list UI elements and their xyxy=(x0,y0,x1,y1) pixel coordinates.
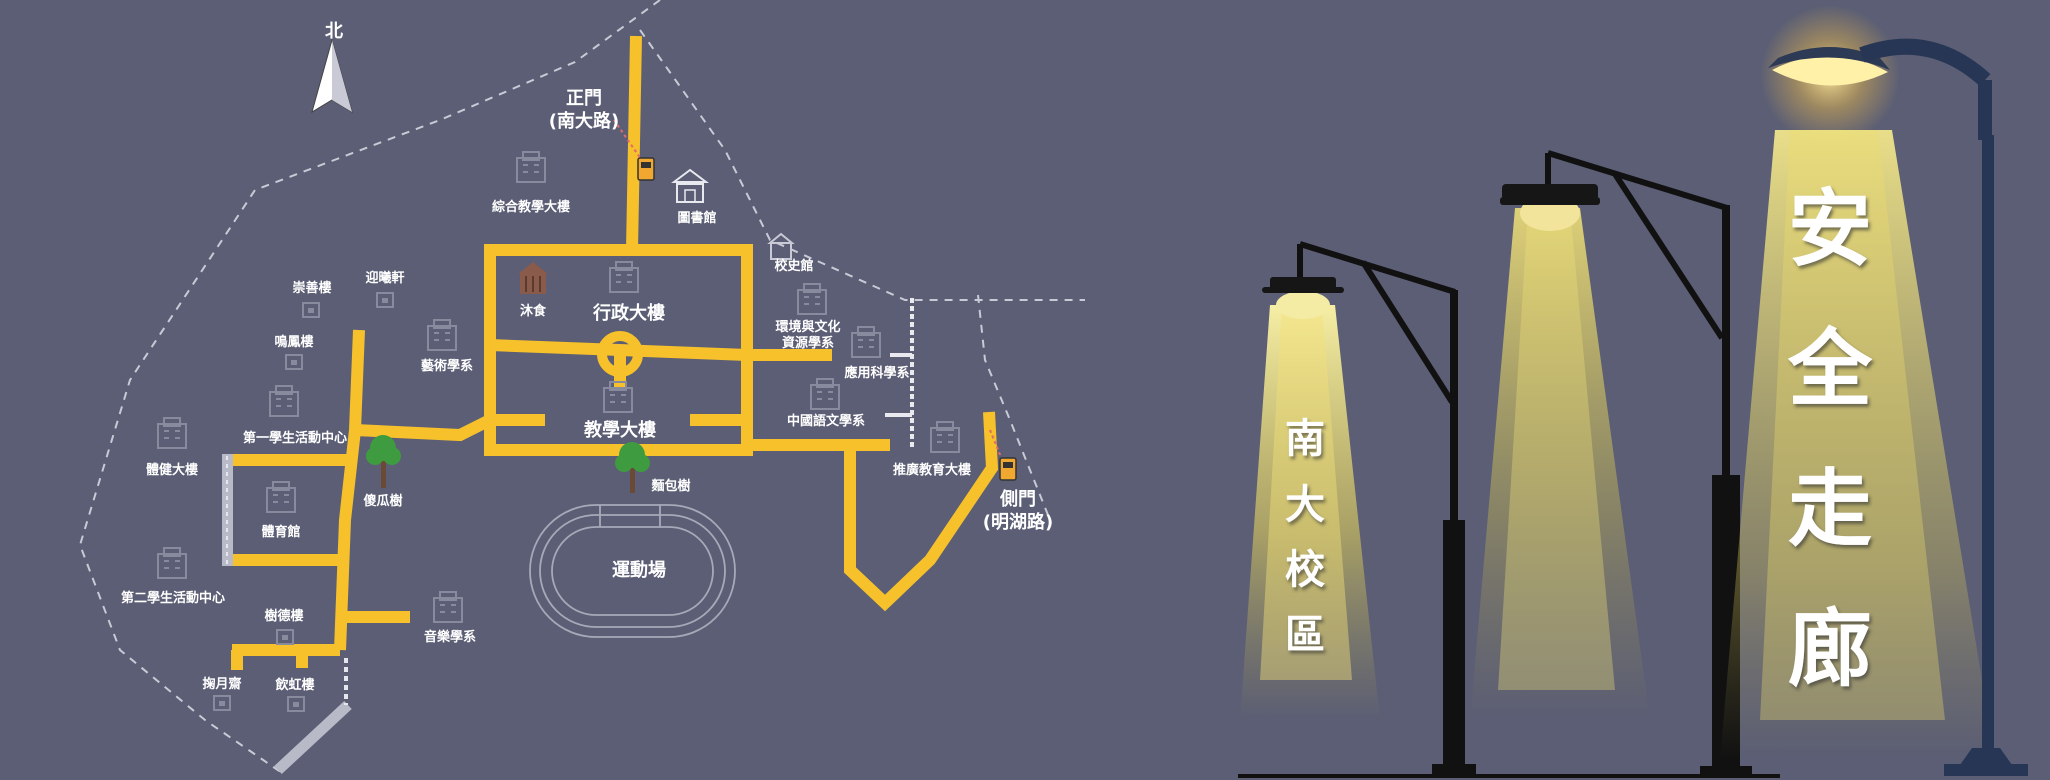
main-gate-label: 正門 xyxy=(566,88,602,109)
label-student-center-2: 第二學生活動中心 xyxy=(121,590,225,606)
street-lamp-medium xyxy=(1470,150,1752,776)
canteen-icon xyxy=(518,262,548,294)
building-icon xyxy=(930,421,960,453)
campus-title-char: 區 xyxy=(1285,612,1325,658)
building-icon xyxy=(157,547,187,579)
building-icon xyxy=(433,591,463,623)
emergency-callbox-main-icon xyxy=(637,157,655,181)
building-icon xyxy=(266,481,296,513)
label-applied-science: 應用科學系 xyxy=(844,365,909,381)
label-yingxi: 迎曦軒 xyxy=(365,270,404,286)
north-arrow-icon xyxy=(311,38,353,114)
north-label: 北 xyxy=(325,21,343,42)
label-student-center-1: 第一學生活動中心 xyxy=(243,430,347,446)
building-icon xyxy=(427,319,457,351)
building-icon xyxy=(609,261,639,293)
tree-icon xyxy=(366,435,401,488)
label-extension: 推廣教育大樓 xyxy=(893,462,971,478)
label-art: 藝術學系 xyxy=(421,358,473,374)
label-chongshan: 崇善樓 xyxy=(292,280,331,296)
walkway-grey xyxy=(222,298,914,775)
label-field: 運動場 xyxy=(612,559,666,581)
main-title-char: 走 xyxy=(1788,460,1872,558)
campus-title: 南 大 校 區 xyxy=(1285,416,1325,658)
label-chinese: 中國語文學系 xyxy=(787,413,865,429)
building-icon xyxy=(810,378,840,410)
campus-boundary xyxy=(78,0,1085,776)
label-environment-2: 資源學系 xyxy=(782,335,834,351)
label-music: 音樂學系 xyxy=(424,629,476,645)
main-title-char: 安 xyxy=(1788,180,1872,278)
side-gate-label: 側門 xyxy=(999,488,1036,510)
label-fitness: 體健大樓 xyxy=(146,462,198,478)
label-teaching: 教學大樓 xyxy=(584,419,656,441)
building-icon xyxy=(797,283,827,315)
label-environment-1: 環境與文化 xyxy=(775,319,840,335)
building-icon xyxy=(516,151,546,183)
admin-roundabout xyxy=(597,331,643,377)
sports-field xyxy=(529,504,736,638)
side-gate-road-label: (明湖路) xyxy=(983,511,1053,533)
label-comprehensive: 綜合教學大樓 xyxy=(492,199,570,215)
label-bread-tree: 麵包樹 xyxy=(650,478,690,494)
dorm-icon xyxy=(376,292,394,308)
dorm-icon xyxy=(213,695,231,711)
tree-icon xyxy=(615,442,650,493)
label-admin: 行政大樓 xyxy=(592,302,665,324)
label-history: 校史館 xyxy=(774,258,813,274)
history-hall-icon xyxy=(767,232,795,260)
label-juyue: 掬月齋 xyxy=(202,676,241,692)
street-lamp-large xyxy=(1720,5,2028,776)
dorm-icon xyxy=(302,302,320,318)
dorm-icon xyxy=(276,629,294,645)
campus-title-char: 南 xyxy=(1285,416,1325,462)
label-yinhong: 飲虹樓 xyxy=(274,677,314,693)
label-library: 圖書館 xyxy=(677,210,716,226)
label-melon-tree: 傻瓜樹 xyxy=(363,493,402,509)
main-title: 安 全 走 廊 xyxy=(1787,180,1873,698)
building-icon xyxy=(157,417,187,449)
label-mingfeng: 鳴鳳樓 xyxy=(274,334,313,350)
campus-title-char: 校 xyxy=(1285,547,1325,593)
dorm-icon xyxy=(285,354,303,370)
label-canteen: 沐食 xyxy=(520,303,547,319)
safety-path xyxy=(228,35,999,670)
dorm-icon xyxy=(287,696,305,712)
building-icon xyxy=(269,385,299,417)
building-icon xyxy=(851,326,881,358)
library-icon xyxy=(671,168,709,203)
campus-title-char: 大 xyxy=(1285,482,1325,528)
label-shude: 樹德樓 xyxy=(264,608,303,624)
main-gate-road-label: (南大路) xyxy=(549,110,619,132)
main-title-char: 全 xyxy=(1787,320,1873,418)
main-title-char: 廊 xyxy=(1788,600,1872,698)
emergency-callbox-side-icon xyxy=(999,457,1017,481)
street-lamp-small xyxy=(1240,241,1476,776)
label-gym: 體育館 xyxy=(261,524,300,540)
